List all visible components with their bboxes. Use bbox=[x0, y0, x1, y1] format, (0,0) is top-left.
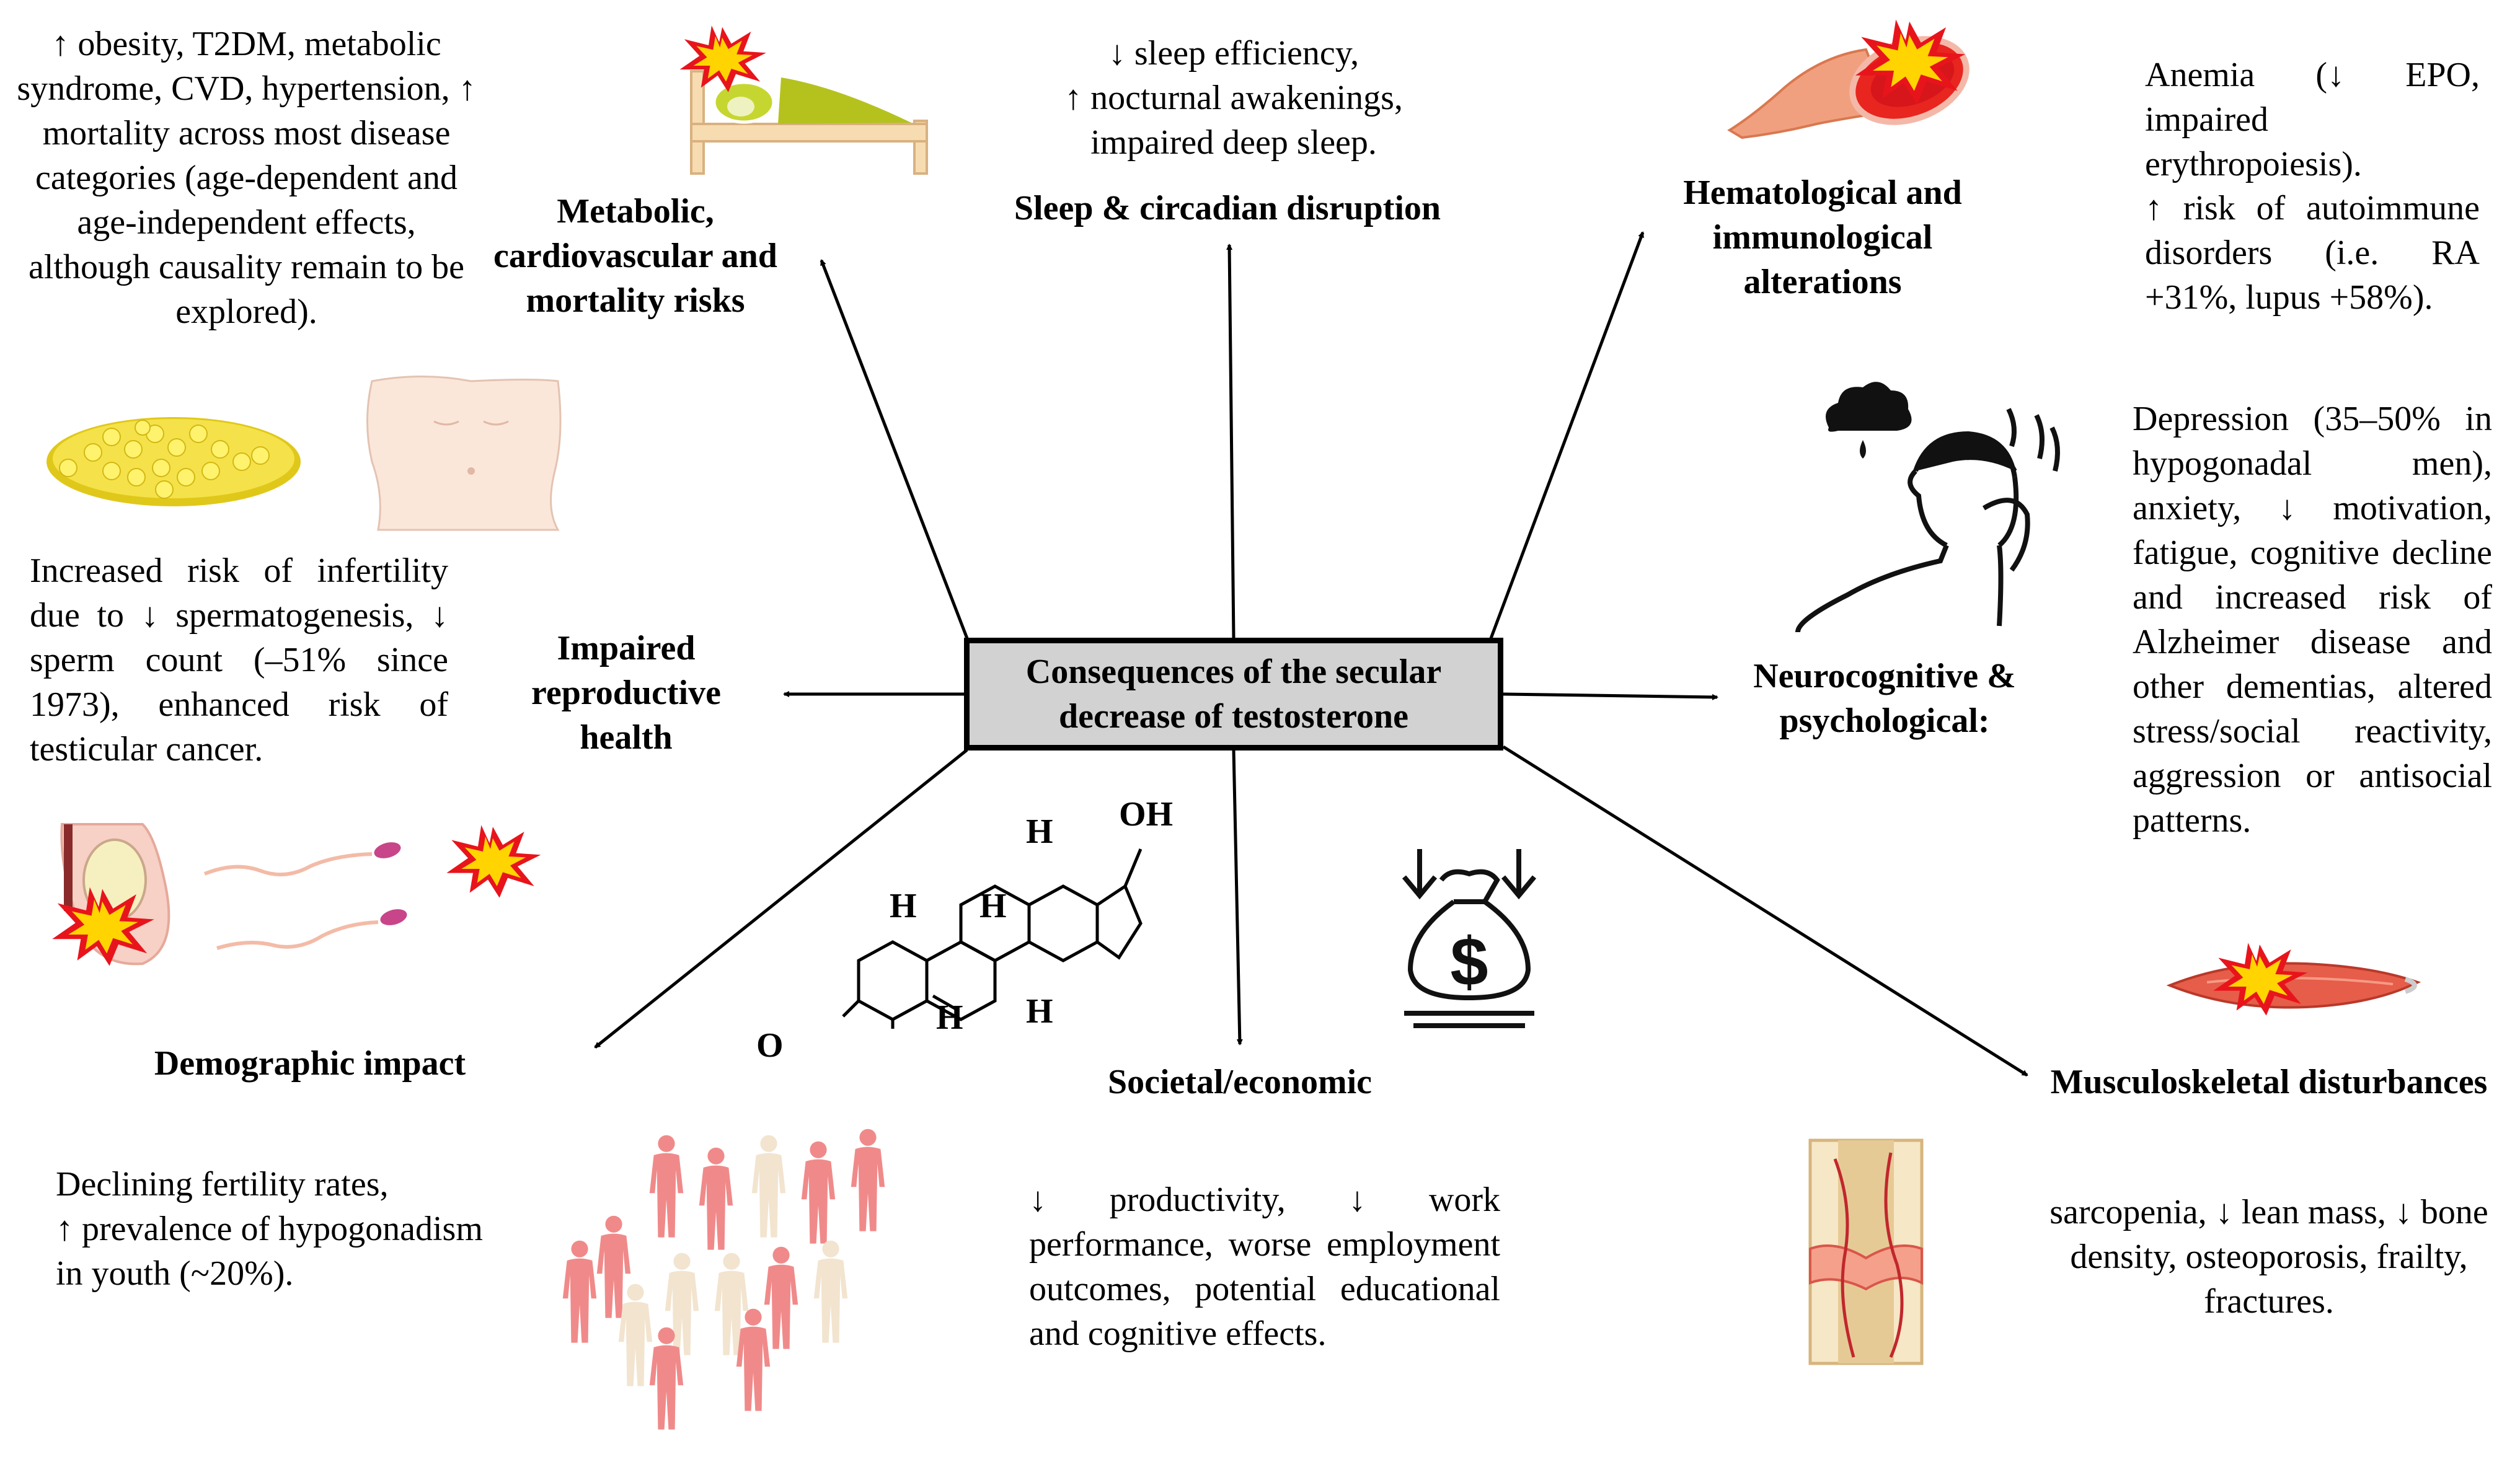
arrow-neurocognitive bbox=[1503, 692, 1718, 700]
fat-tissue-icon bbox=[46, 417, 301, 506]
man-hair bbox=[1916, 434, 2015, 471]
musculoskeletal-description: sarcopenia, ↓ lean mass, ↓ bone density,… bbox=[2049, 1193, 2488, 1321]
hematological-description-anemia: Anemia (↓ EPO, impaired erythropoiesis). bbox=[2145, 56, 2480, 183]
money-bag-icon bbox=[1402, 849, 1537, 1028]
arrow-musculoskeletal bbox=[1502, 745, 2028, 1077]
hematological-heading: Hematological and immunological alterati… bbox=[1683, 174, 1962, 301]
neurocognitive-description: Depression (35–50% in hypogonadal men), … bbox=[2133, 400, 2492, 840]
explosion-icon bbox=[446, 825, 541, 898]
sleep-description: ↓ sleep efficiency, ↑ nocturnal awakenin… bbox=[1064, 34, 1403, 162]
bed-icon bbox=[690, 70, 928, 175]
arrow-societal bbox=[1232, 749, 1243, 1045]
connector-arrows bbox=[594, 231, 2028, 1077]
demographic-heading: Demographic impact bbox=[154, 1044, 466, 1083]
sleep-heading: Sleep & circadian disruption bbox=[1014, 189, 1441, 227]
arrow-sleep bbox=[1226, 244, 1236, 639]
hematological-description-autoimmune: ↑ risk of autoimmune disorders (i.e. RA … bbox=[2145, 189, 2480, 317]
testosterone-molecule-icon bbox=[842, 848, 1143, 1029]
demographic-description: Declining fertility rates, ↑ prevalence … bbox=[56, 1165, 483, 1293]
depressed-man-icon bbox=[1795, 408, 2060, 633]
abdomen-icon bbox=[366, 376, 562, 531]
neurocognitive-heading: Neurocognitive & psychological: bbox=[1753, 657, 2016, 740]
arrow-hematological bbox=[1489, 231, 1645, 639]
hydrogen-label: H bbox=[979, 887, 1007, 925]
sperm-icon bbox=[203, 842, 407, 950]
arrow-demographic bbox=[594, 749, 968, 1049]
dollar-sign: $ bbox=[1450, 924, 1488, 1000]
reproductive-heading: Impaired reproductive health bbox=[531, 629, 721, 757]
reproductive-description: Increased risk of infertility due to ↓ s… bbox=[30, 552, 448, 768]
hydrogen-label: H bbox=[936, 998, 963, 1037]
rain-cloud-icon bbox=[1826, 382, 1912, 459]
societal-description: ↓ productivity, ↓ work performance, wors… bbox=[1029, 1181, 1500, 1353]
population-icon bbox=[562, 1129, 885, 1430]
arrow-metabolic bbox=[820, 259, 969, 639]
hydroxyl-label: OH bbox=[1119, 795, 1173, 834]
hydrogen-label: H bbox=[890, 887, 917, 925]
societal-heading: Societal/economic bbox=[1107, 1063, 1373, 1101]
hydrogen-label: H bbox=[1026, 812, 1053, 851]
musculoskeletal-heading: Musculoskeletal disturbances bbox=[2050, 1063, 2488, 1101]
metabolic-description: ↑ obesity, T2DM, metabolic syndrome, CVD… bbox=[17, 25, 476, 331]
center-title-box: Consequences of the secular decrease of … bbox=[964, 638, 1503, 751]
metabolic-heading: Metabolic, cardiovascular and mortality … bbox=[493, 192, 777, 320]
molecule-labels: OH O H H H H H bbox=[756, 795, 1173, 1065]
bone-fracture-icon bbox=[1808, 1138, 1924, 1365]
hydrogen-label: H bbox=[1026, 992, 1053, 1031]
ketone-label: O bbox=[756, 1026, 784, 1065]
